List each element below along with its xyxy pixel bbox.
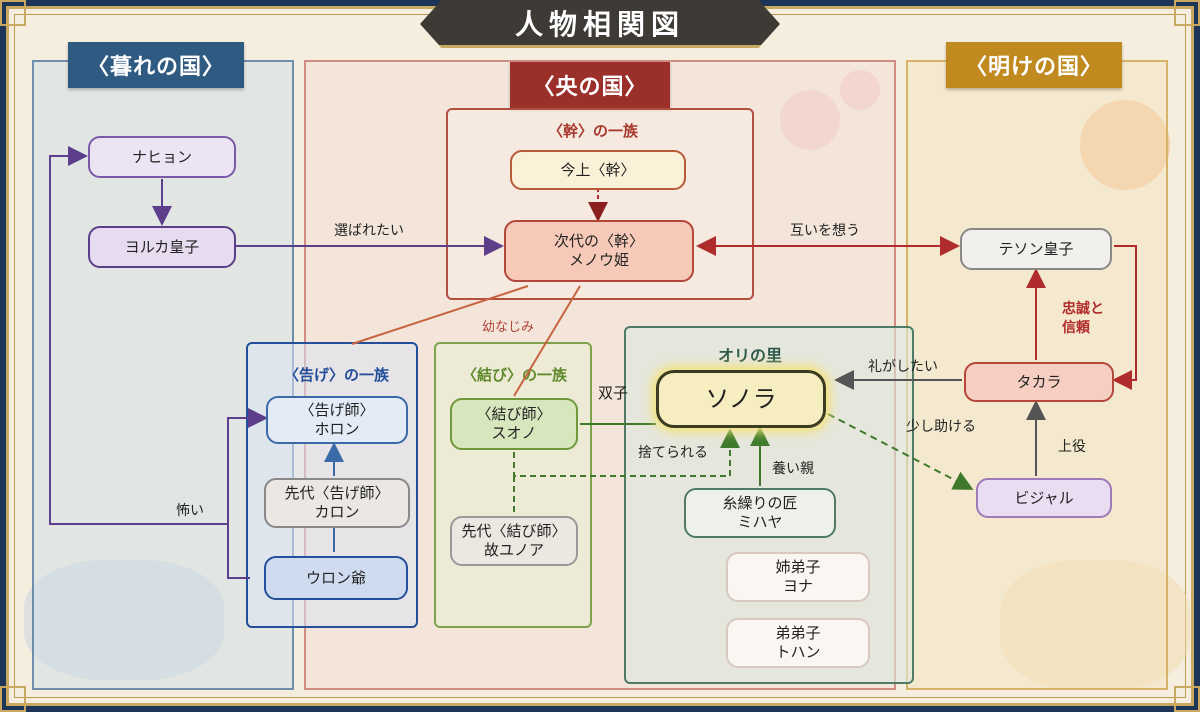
relation-label-osananajimi: 幼なじみ [482,320,535,335]
relation-label-reigashitai: 礼がしたい [868,359,938,375]
relation-label-suterareru: 捨てられる [638,445,708,461]
node-label: ウロン爺 [305,568,366,587]
node-label: 故ユノア [483,541,544,559]
node-sonora[interactable]: ソノラ [656,370,826,428]
node-label: ミハヤ [737,513,783,531]
relation-label-chusei: 忠誠と 信頼 [1062,300,1104,338]
relation-label-kowai: 怖い [176,503,204,519]
node-label: 今上〈幹〉 [560,160,636,179]
relation-label-erabaretai: 選ばれたい [334,223,404,239]
node-yunoa[interactable]: 先代〈結び師〉故ユノア [450,516,578,566]
node-label: ホロン [314,420,360,438]
node-bijaru[interactable]: ビジャル [976,478,1112,518]
node-label: 姉弟子 [775,558,821,577]
chrysanthemum-decoration [1080,100,1170,190]
corner-ornament [0,0,26,26]
node-label: ヨルカ皇子 [124,237,200,256]
edge-uron-nahyon [49,146,250,579]
node-uron[interactable]: ウロン爺 [264,556,408,600]
region-title-ake: 〈明けの国〉 [946,42,1122,88]
edge-menou-suono [513,285,581,397]
node-label: 〈告げ師〉 [299,401,375,420]
node-label: テソン皇子 [998,239,1074,258]
node-teson[interactable]: テソン皇子 [960,228,1112,270]
relation-label-futago: 双子 [598,384,629,402]
group-label-tsuge: 〈告げ〉の一族 [284,366,390,384]
relation-label-line: 信頼 [1062,319,1090,336]
page-title: 人物相関図 [420,0,780,48]
region-title-kure: 〈暮れの国〉 [68,42,244,88]
corner-ornament [0,686,26,712]
node-label: メノウ姫 [568,251,629,269]
node-tohan[interactable]: 弟弟子トハン [726,618,870,668]
node-label: ソノラ [705,385,777,413]
node-label: 糸繰りの匠 [722,494,798,513]
group-label-musubi: 〈結び〉の一族 [462,366,568,384]
corner-ornament [1174,0,1200,26]
edge-sonora-bijaru [827,413,974,490]
node-label: カロン [314,503,360,521]
region-title-ou: 〈央の国〉 [510,62,670,108]
node-label: トハン [775,643,821,661]
wave-pattern-decoration [24,560,224,680]
node-mihaya[interactable]: 糸繰りの匠ミハヤ [684,488,836,538]
edge-teson-takara [1112,245,1137,390]
cherry-blossom-decoration [840,70,880,110]
node-label: 次代の〈幹〉 [553,232,644,251]
edge-uron-horon [227,408,268,524]
relation-label-tagaini: 互いを想う [790,223,860,239]
group-label-miki: 〈幹〉の一族 [548,122,639,140]
relation-label-line: 忠誠と [1062,301,1104,317]
node-label: ヨナ [782,577,813,595]
group-musubi [434,342,592,628]
node-nahyon[interactable]: ナヒョン [88,136,236,178]
node-label: 弟弟子 [775,624,821,643]
group-label-ori: オリの里 [718,346,783,365]
node-yoruka[interactable]: ヨルカ皇子 [88,226,236,268]
node-label: 先代〈告げ師〉 [284,484,390,503]
node-takara[interactable]: タカラ [964,362,1114,402]
cherry-blossom-decoration [780,90,840,150]
node-label: ナヒョン [131,147,192,166]
node-karon[interactable]: 先代〈告げ師〉カロン [264,478,410,528]
relation-label-yashinaioya: 養い親 [772,461,814,477]
node-imagami[interactable]: 今上〈幹〉 [510,150,686,190]
node-label: タカラ [1016,372,1062,391]
relation-label-joyaku: 上役 [1058,439,1086,455]
relation-label-sukoshi: 少し助ける [906,419,976,435]
node-suono[interactable]: 〈結び師〉スオノ [450,398,578,450]
edge-suono-sonora-abandon [513,428,740,477]
node-label: 先代〈結び師〉 [461,522,567,541]
edge-menou-horon [351,285,529,345]
node-label: ビジャル [1014,488,1074,507]
node-horon[interactable]: 〈告げ師〉ホロン [266,396,408,444]
node-menou[interactable]: 次代の〈幹〉メノウ姫 [504,220,694,282]
wave-pattern-decoration [1000,560,1190,690]
node-label: 〈結び師〉 [476,405,552,424]
corner-ornament [1174,686,1200,712]
node-label: スオノ [491,424,537,442]
node-yona[interactable]: 姉弟子ヨナ [726,552,870,602]
